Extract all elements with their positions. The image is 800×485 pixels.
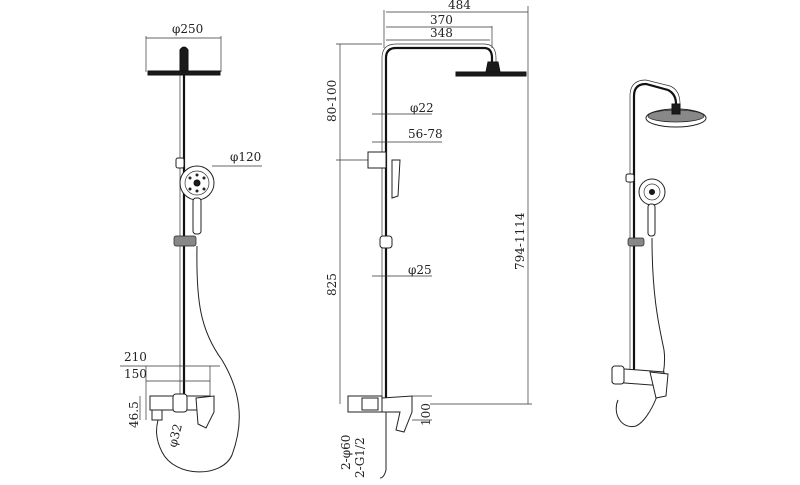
handheld-diameter-label: φ120 <box>230 150 261 164</box>
overhead-shower-head <box>147 70 221 76</box>
height-46-5-label: 46.5 <box>127 401 141 428</box>
slider-side <box>379 235 393 249</box>
hand-shower-side <box>391 159 401 199</box>
mixer-lever-side <box>381 395 413 433</box>
bar-diameter-label: φ25 <box>408 263 432 277</box>
head-diameter-label: φ250 <box>172 22 203 36</box>
mixer-lever-front <box>195 395 215 429</box>
front-view: φ250 φ120 210 150 46.5 <box>120 22 262 473</box>
hand-shower-handle <box>192 197 202 235</box>
adjust-height-label: 794-1114 <box>513 212 527 270</box>
holder-offset-label: 56-78 <box>408 127 443 141</box>
bar-height-label: 825 <box>325 273 339 296</box>
arm-370-label: 370 <box>430 13 453 27</box>
pipe-diameter-label: φ22 <box>410 101 434 115</box>
arm-348-label: 348 <box>430 26 453 40</box>
width-150-label: 150 <box>124 367 147 381</box>
side-view: 484 370 348 80-100 825 φ22 56-78 φ25 794… <box>325 0 532 479</box>
sliding-holder <box>173 235 197 247</box>
inlet-diameter-label: φ32 <box>165 422 185 448</box>
wall-bracket-side <box>367 151 387 169</box>
riser-and-arm-side <box>384 46 494 410</box>
shower-arm-front <box>179 46 189 72</box>
hose-front <box>156 245 240 473</box>
total-width-label: 484 <box>448 0 471 12</box>
hose-side <box>379 412 387 479</box>
spout-depth-label: 100 <box>419 403 433 426</box>
perspective-view <box>611 79 707 428</box>
thread-label: 2-G1/2 <box>353 437 367 478</box>
riser-perspective <box>632 82 678 380</box>
escutcheon-label: 2-φ60 <box>339 435 353 470</box>
head-drop-label: 80-100 <box>325 80 339 122</box>
hose-perspective <box>615 237 666 428</box>
width-210-label: 210 <box>124 350 147 364</box>
overhead-shower-side <box>455 71 527 77</box>
